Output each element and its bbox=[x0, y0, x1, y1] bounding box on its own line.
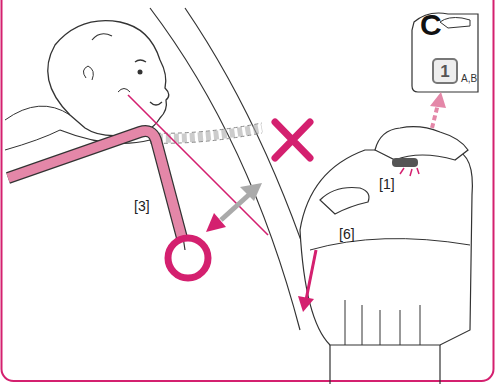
correct-mark bbox=[168, 238, 208, 278]
harness-strap bbox=[8, 131, 182, 238]
wrong-mark bbox=[275, 122, 310, 158]
section-letter: C bbox=[420, 10, 442, 40]
manual-page-node: C1A,B bbox=[412, 14, 478, 92]
step-suffix: A,B bbox=[461, 74, 477, 84]
callout-number: [3] bbox=[133, 198, 151, 214]
callout-number: [6] bbox=[338, 226, 356, 242]
headrest bbox=[300, 150, 472, 345]
step-number: 1 bbox=[440, 63, 449, 80]
callout-number: [1] bbox=[378, 176, 396, 192]
section-box: 1A,B bbox=[432, 58, 458, 84]
